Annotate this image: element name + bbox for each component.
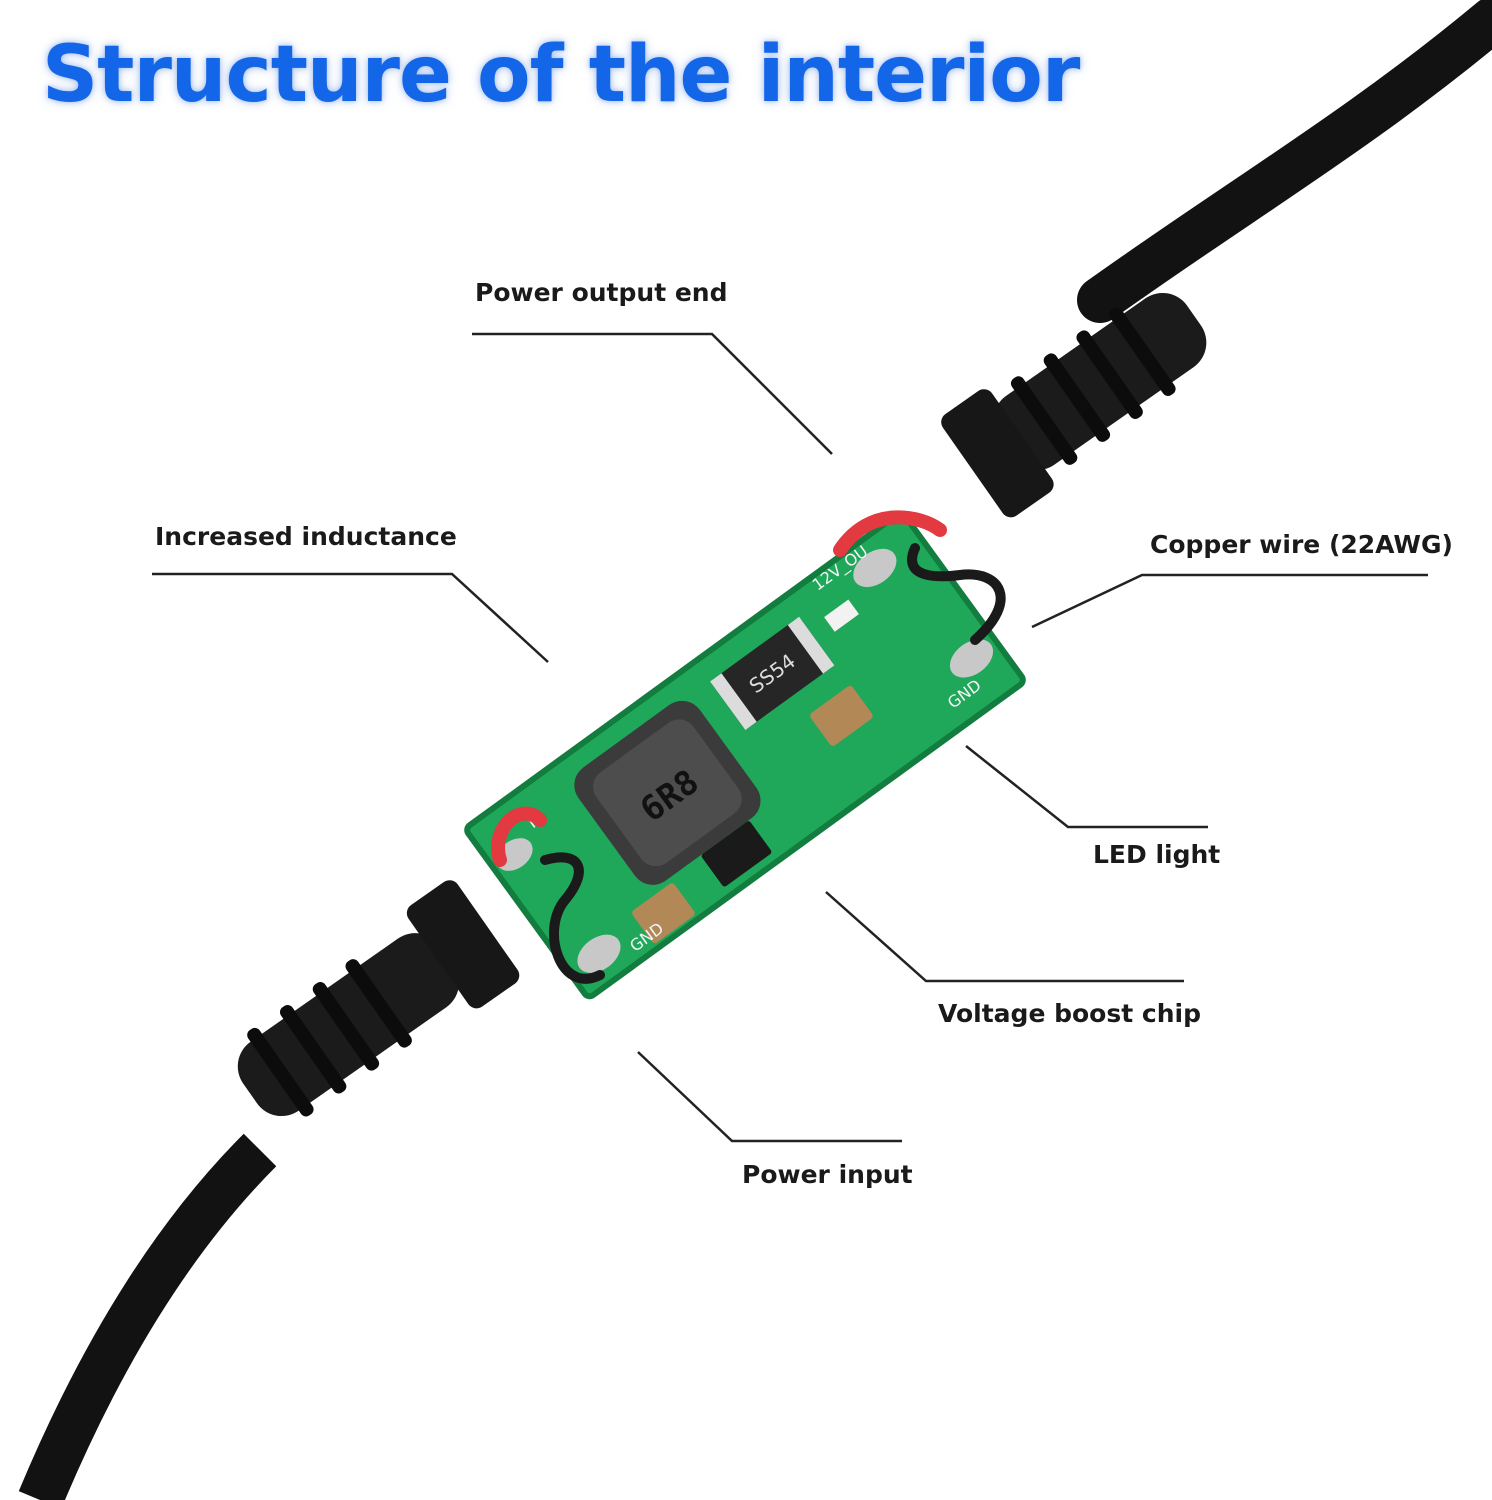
callout-copper-wire: Copper wire (22AWG) <box>1150 530 1453 559</box>
callout-power-input: Power input <box>742 1160 913 1189</box>
pcb-board: 6R8 SS54 12V_OU GND IN GND <box>464 510 1026 1000</box>
black-wire-input <box>540 852 605 984</box>
output-cable <box>1077 0 1492 323</box>
led-component <box>824 599 859 632</box>
callout-led-light: LED light <box>1093 840 1221 869</box>
leader-led-light <box>965 745 1208 829</box>
callout-increased-inductance: Increased inductance <box>155 522 457 551</box>
gnd-pad-input <box>577 934 621 973</box>
red-wire-output <box>833 510 947 557</box>
input-cable <box>18 1133 277 1500</box>
diode <box>711 618 833 729</box>
leader-voltage-boost-chip <box>825 891 1184 983</box>
page-title: Structure of the interior <box>42 30 1080 120</box>
leader-power-input <box>637 1051 902 1143</box>
leader-lines <box>152 332 1428 1143</box>
black-wire-output <box>907 543 1006 645</box>
boost-chip <box>701 821 772 887</box>
leader-power-output-end <box>472 332 833 455</box>
leader-copper-wire <box>1031 573 1428 629</box>
leader-increased-inductance <box>152 572 549 663</box>
callout-power-output-end: Power output end <box>475 278 728 307</box>
callout-voltage-boost-chip: Voltage boost chip <box>938 999 1201 1028</box>
capacitor <box>632 883 695 944</box>
gnd-pad-output <box>949 639 994 678</box>
capacitor <box>810 685 873 746</box>
input-connector-boot <box>237 880 520 1117</box>
output-pad <box>853 548 897 588</box>
red-wire-input <box>491 806 547 867</box>
output-connector-boot <box>941 292 1207 518</box>
